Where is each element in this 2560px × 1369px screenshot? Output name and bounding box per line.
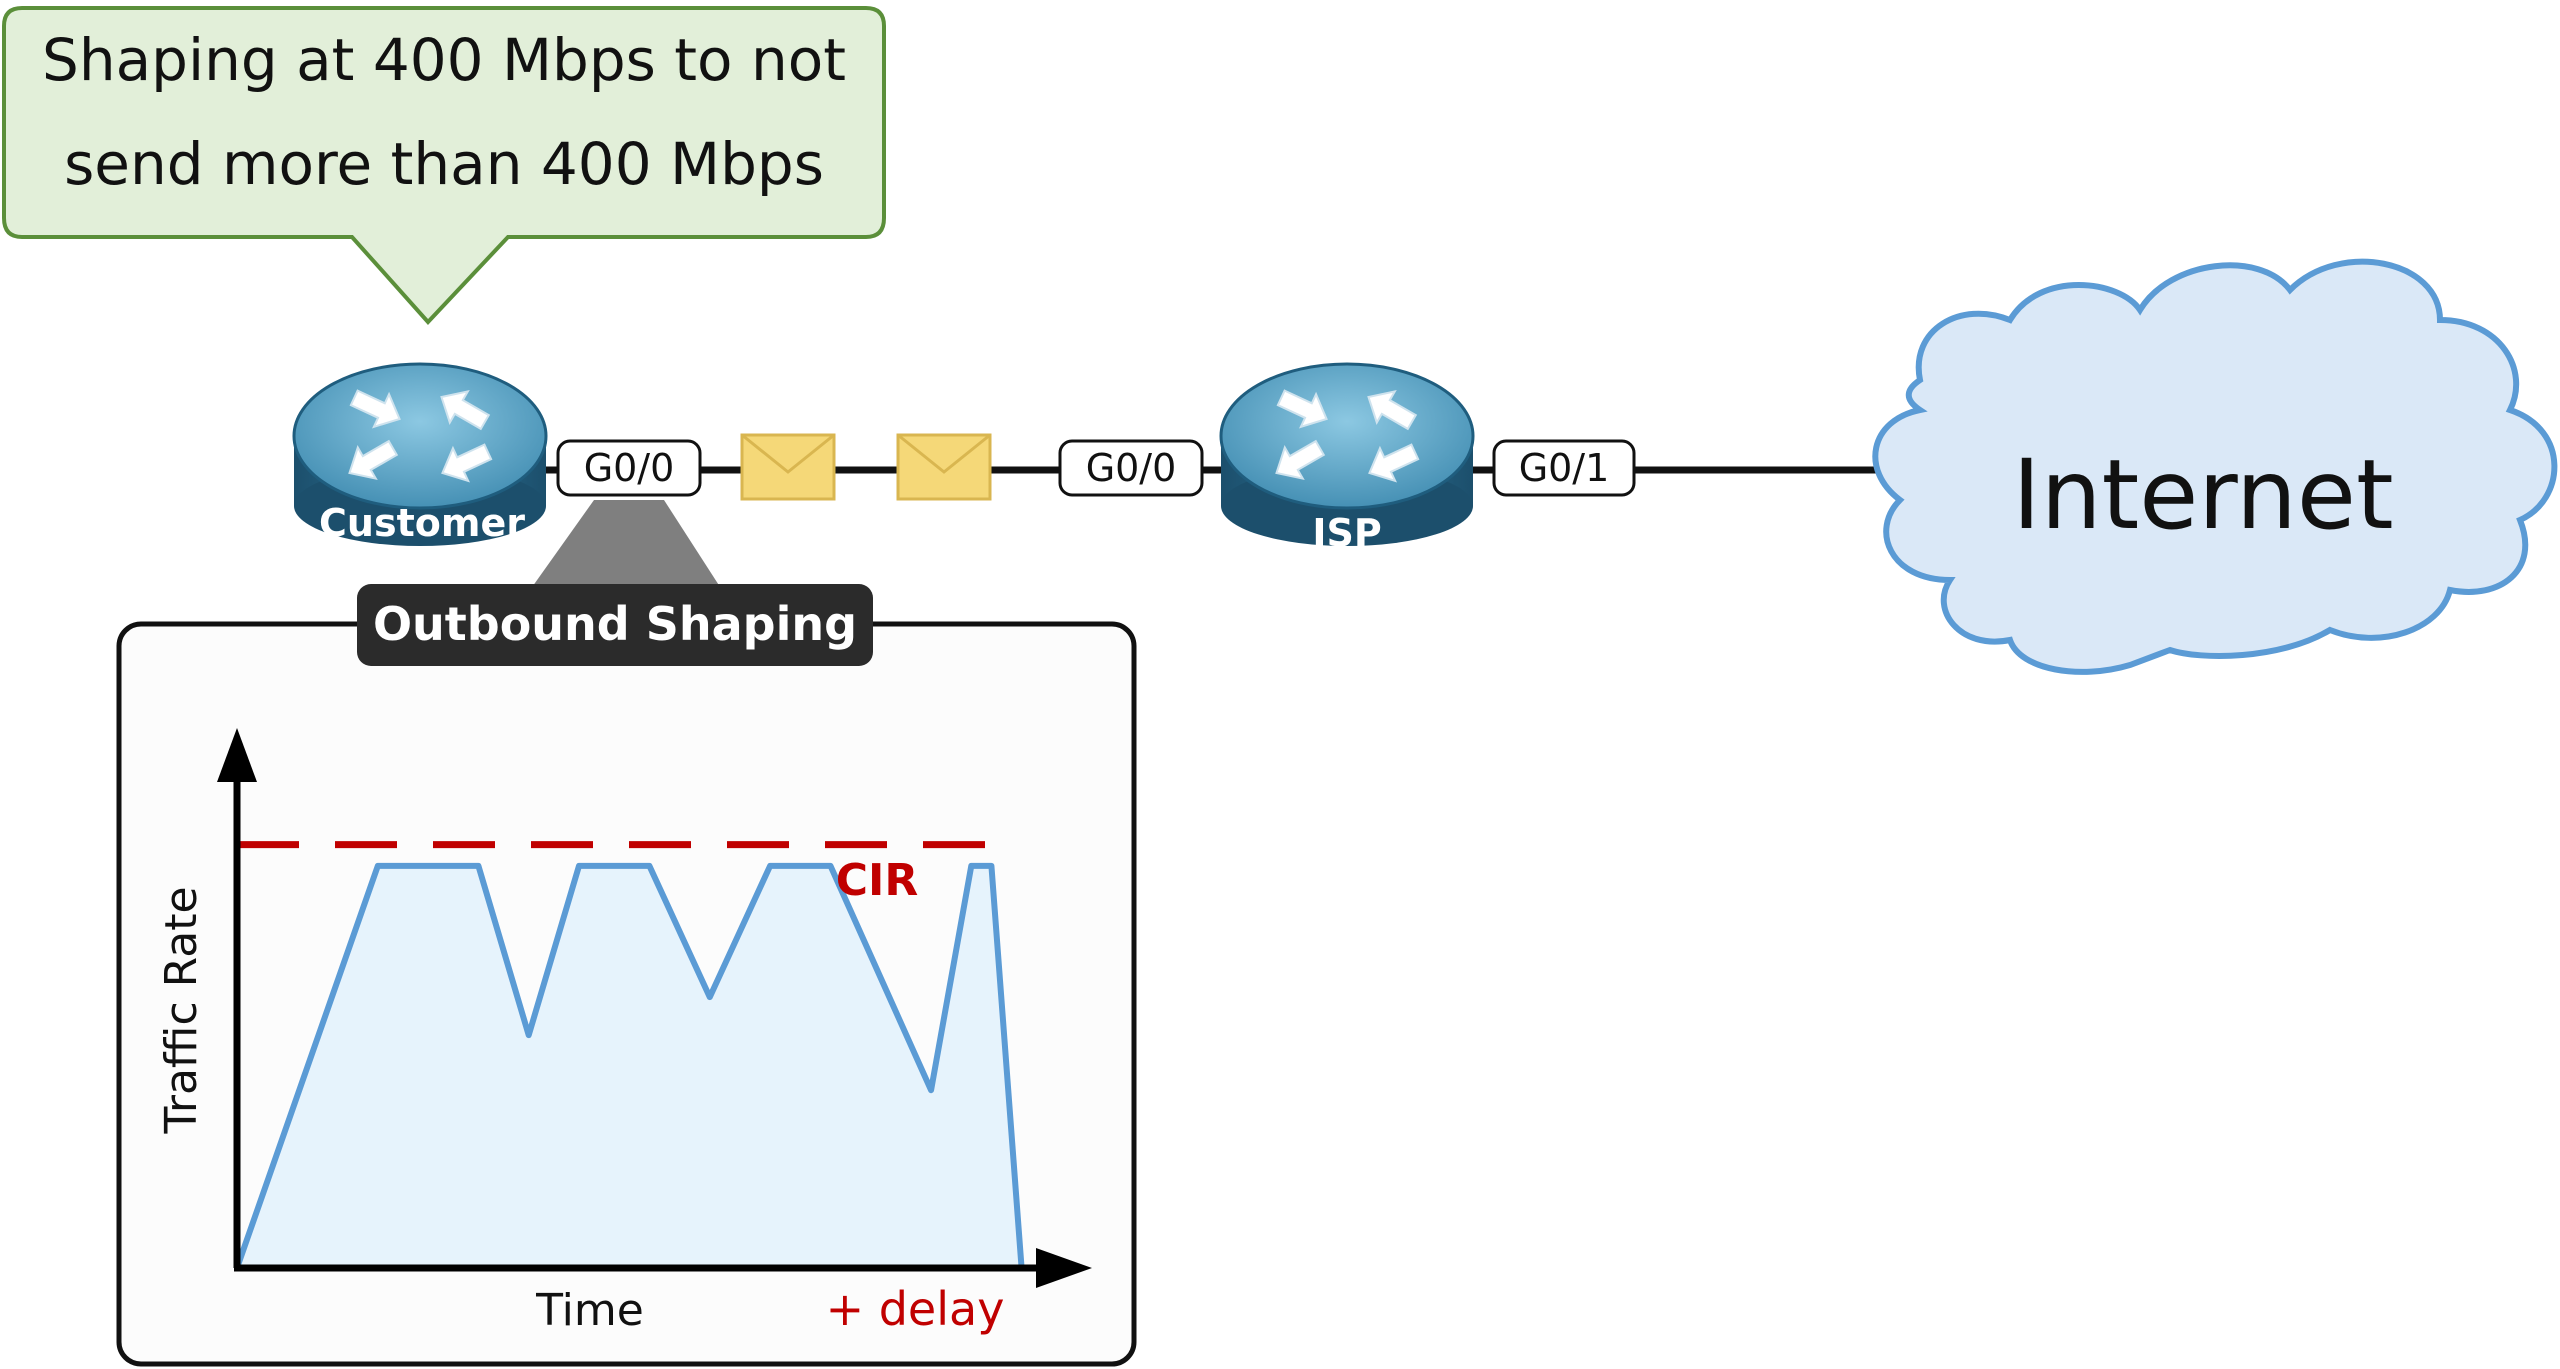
traffic-point <box>930 1089 932 1091</box>
traffic-point <box>769 865 771 867</box>
traffic-area <box>237 865 1022 1268</box>
cloud-label: Internet <box>2012 439 2393 551</box>
interface-customer-g00[interactable]: G0/0 <box>556 439 702 497</box>
x-axis-arrow-icon <box>1036 1248 1092 1288</box>
interface-isp-g01[interactable]: G0/1 <box>1492 439 1636 497</box>
interface-label: G0/0 <box>584 446 675 490</box>
traffic-point <box>578 865 580 867</box>
traffic-point <box>990 865 992 867</box>
interface-isp-g00[interactable]: G0/0 <box>1058 439 1204 497</box>
panel-connector <box>530 500 722 590</box>
callout-line1: Shaping at 400 Mbps to not <box>42 26 846 94</box>
customer-label: Customer <box>319 501 525 545</box>
callout-line2: send more than 400 Mbps <box>64 130 824 198</box>
traffic-point <box>648 865 650 867</box>
traffic-point <box>709 996 711 998</box>
y-axis-label: Traffic Rate <box>156 886 207 1134</box>
traffic-point <box>829 865 831 867</box>
isp-router[interactable]: ISP <box>1219 362 1475 555</box>
isp-label: ISP <box>1312 511 1381 555</box>
envelope-icon <box>740 433 836 501</box>
panel-title: Outbound Shaping <box>373 597 857 651</box>
customer-router[interactable]: Customer <box>292 362 548 546</box>
traffic-point <box>477 865 479 867</box>
traffic-chart <box>234 841 1025 1269</box>
envelope-icon <box>896 433 992 501</box>
delay-label: + delay <box>826 1282 1005 1336</box>
interface-label: G0/0 <box>1086 446 1177 490</box>
x-axis-label: Time <box>535 1285 644 1336</box>
callout-bubble: Shaping at 400 Mbps to not send more tha… <box>1 6 886 325</box>
interface-label: G0/1 <box>1519 446 1610 490</box>
traffic-point <box>377 865 379 867</box>
cir-label: CIR <box>836 855 919 906</box>
internet-cloud[interactable]: Internet <box>1872 258 2558 675</box>
y-axis-arrow-icon <box>217 728 257 782</box>
traffic-point <box>970 865 972 867</box>
traffic-point <box>528 1034 530 1036</box>
shaping-panel: Outbound Shaping Traffic Rate Time + del… <box>116 584 1137 1367</box>
